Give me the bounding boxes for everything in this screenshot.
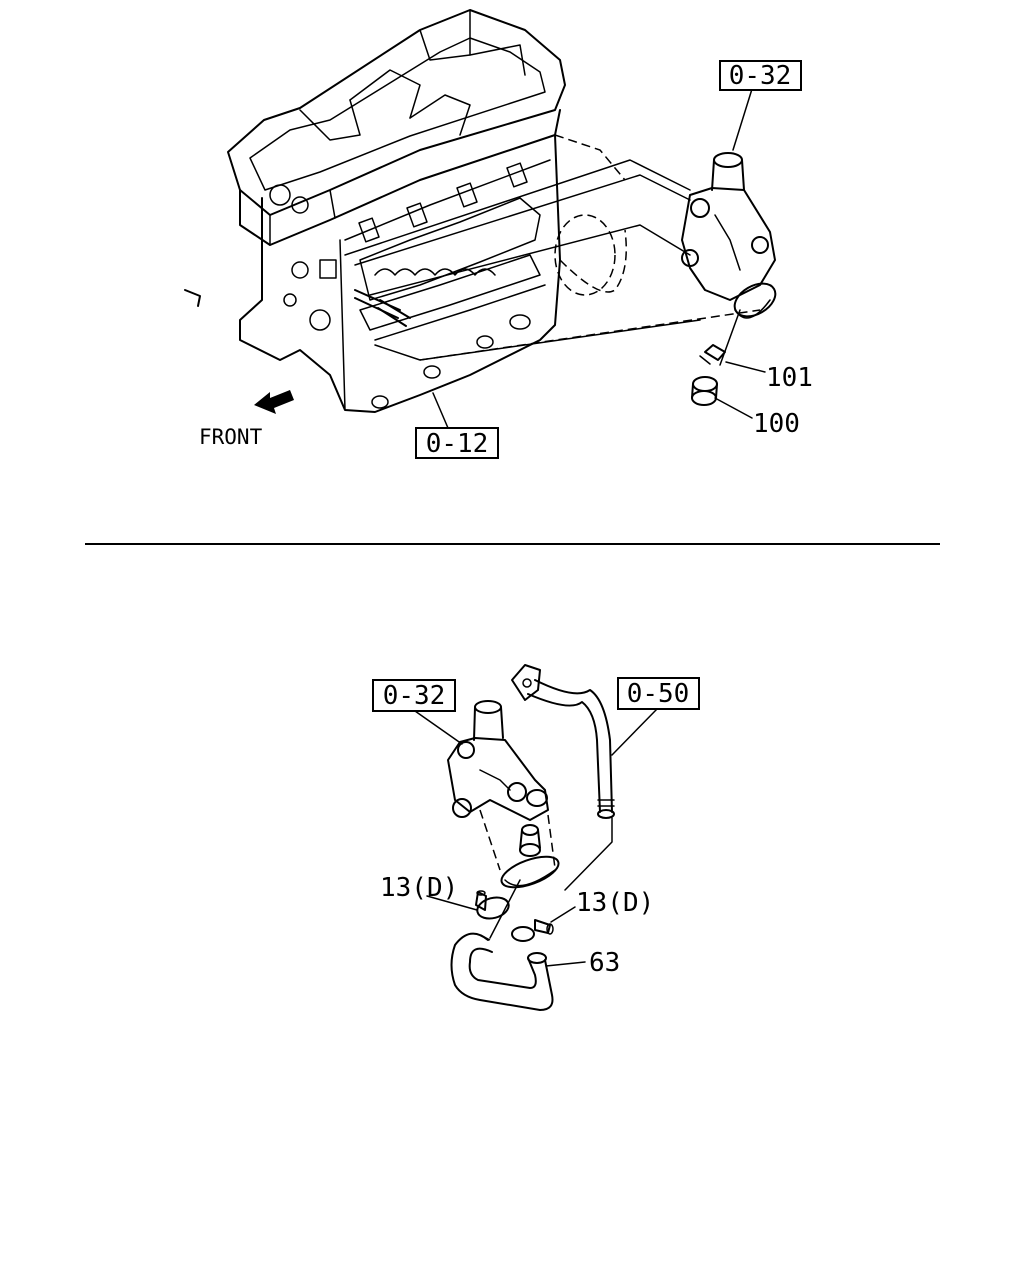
callout-101: 101 [766, 363, 813, 393]
callout-63: 63 [589, 948, 620, 978]
callout-13d-left: 13(D) [380, 873, 458, 903]
top-diagram: FRONT 0-32 0-12 101 100 [184, 9, 813, 459]
leader-0-50 [611, 708, 658, 756]
leader-63 [545, 961, 586, 967]
leader-0-32-top [732, 88, 753, 151]
ref-label-0-32-top: 0-32 [729, 61, 792, 91]
thermostat-housing-top [681, 152, 777, 319]
assembly-leader-lines [344, 159, 761, 361]
leader-100 [714, 397, 753, 419]
thermostat-housing-bottom [447, 700, 560, 889]
callout-100: 100 [753, 409, 800, 439]
ref-label-0-12: 0-12 [426, 429, 489, 459]
engine-block-drawing [184, 9, 627, 413]
bottom-diagram: 0-32 0-50 13(D) 13(D) 63 [372, 664, 700, 1011]
front-arrow-icon [254, 390, 294, 414]
ref-box-0-32-top [719, 60, 802, 91]
ref-box-0-12 [415, 427, 499, 459]
leader-101 [725, 361, 766, 373]
water-pipe [511, 664, 615, 891]
ref-box-0-32-bottom [372, 679, 456, 712]
leader-0-12 [432, 392, 449, 429]
clamp-right [511, 919, 554, 942]
ref-box-0-50 [617, 677, 700, 710]
clip-part [699, 309, 741, 366]
leader-13d-right [550, 906, 576, 923]
leader-0-32-bottom [414, 710, 463, 745]
ref-label-0-50: 0-50 [627, 679, 690, 709]
water-hose [450, 879, 554, 1011]
ref-label-0-32-bottom: 0-32 [383, 681, 446, 711]
callout-13d-right: 13(D) [576, 888, 654, 918]
front-label: FRONT [199, 425, 263, 449]
hose-part [691, 376, 718, 406]
leader-13d-left [426, 895, 478, 911]
